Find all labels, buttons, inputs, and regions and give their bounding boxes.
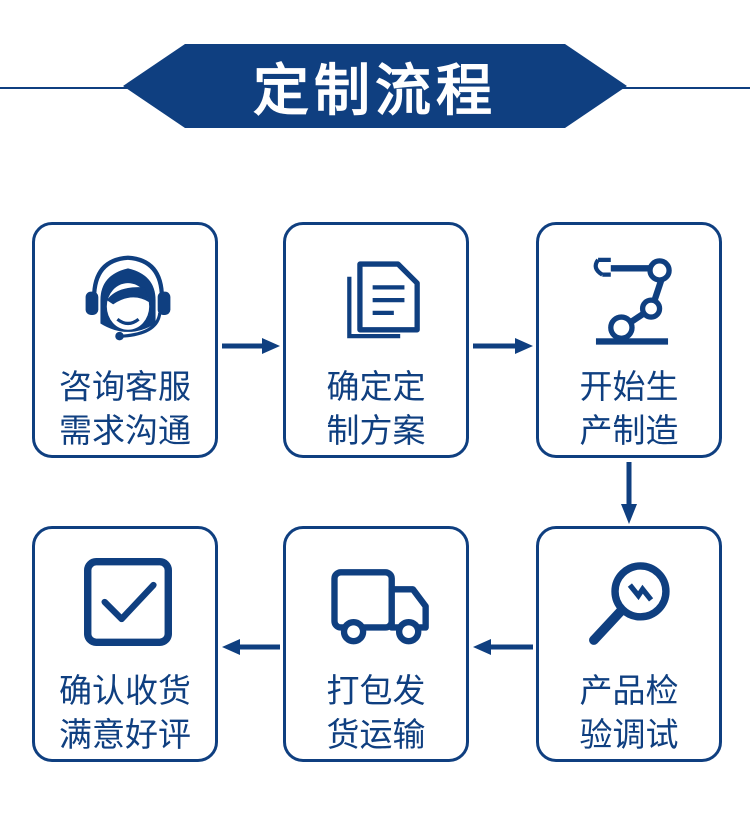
step-label-line2: 满意好评	[59, 715, 191, 754]
step-card-production: 开始生 产制造	[536, 222, 722, 458]
step-card-inspection: 产品检 验调试	[536, 526, 722, 762]
magnifier-inspect-icon	[589, 562, 670, 645]
robot-arm-icon	[593, 257, 672, 345]
flow-arrow-down	[621, 462, 637, 524]
step-label-line1: 咨询客服	[59, 367, 191, 406]
step-label-line1: 产品检	[579, 671, 679, 710]
step-card-shipping: 打包发 货运输	[283, 526, 469, 762]
step-label-line1: 确定定	[326, 367, 426, 406]
step-label-line2: 制方案	[326, 411, 426, 450]
step-card-confirm: 确认收货 满意好评	[32, 526, 218, 762]
step-label-line2: 货运输	[326, 715, 426, 754]
step-label-line1: 确认收货	[59, 671, 191, 710]
header-rule-left	[0, 87, 150, 89]
step-label-line2: 需求沟通	[59, 411, 191, 450]
step-card-consult: 咨询客服 需求沟通	[32, 222, 218, 458]
step-label-line1: 打包发	[326, 671, 426, 710]
delivery-truck-icon	[331, 569, 429, 645]
flow-arrow-left	[473, 639, 533, 655]
checkbox-checked-icon	[84, 558, 172, 646]
step-label-line2: 产制造	[579, 411, 679, 450]
page-title: 定制流程	[253, 58, 497, 124]
flow-arrow-left	[222, 639, 280, 655]
flow-arrow-right	[222, 338, 280, 354]
documents-icon	[347, 261, 420, 339]
step-label-line1: 开始生	[579, 367, 679, 406]
step-label-line2: 验调试	[579, 715, 679, 754]
flow-arrow-right	[473, 338, 533, 354]
title-banner	[123, 44, 627, 128]
headset-agent-icon	[85, 255, 171, 341]
step-card-plan: 确定定 制方案	[283, 222, 469, 458]
header-rule-right	[600, 87, 750, 89]
